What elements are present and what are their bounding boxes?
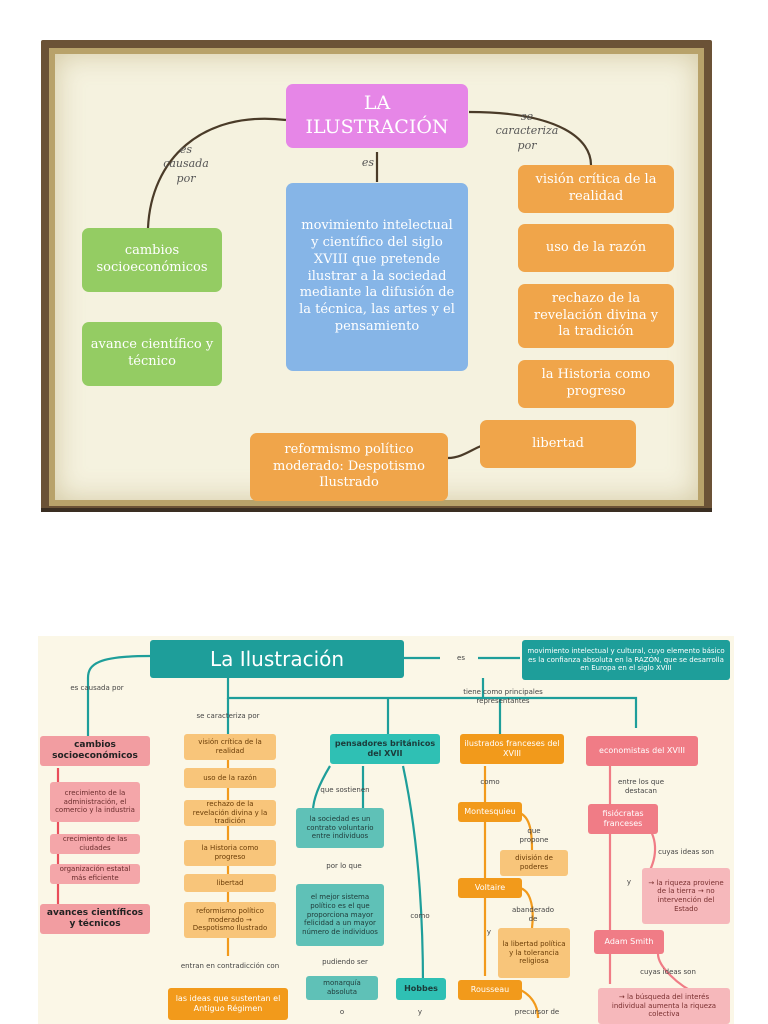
map2-economistas-head: economistas del XVIII (586, 736, 698, 766)
map2-trait-4: la Historia como progreso (184, 840, 276, 866)
trait-box-rechazo: rechazo de la revelación divina y la tra… (518, 284, 674, 348)
map1-connectors (146, 110, 593, 460)
map2-trait-3: rechazo de la revelación divina y la tra… (184, 800, 276, 826)
map2-title: La Ilustración (150, 640, 404, 678)
map2-cause-item-2: crecimiento de las ciudades (50, 834, 140, 854)
map2-antiguo-regimen: las ideas que sustentan el Antiguo Régim… (168, 988, 288, 1020)
map2-label-precursor: precursor de (514, 1008, 560, 1016)
map2-label-contradiccion: entran en contradicción con (180, 962, 280, 970)
map2-causes-head: cambios socioeconómicos (40, 736, 150, 766)
map2-division: división de poderes (500, 850, 568, 876)
map2-monarquia: monarquía absoluta (306, 976, 378, 1000)
map2-causes-tech: avances científicos y técnicos (40, 904, 150, 934)
map2-label-destacan: entre los que destacan (617, 778, 665, 795)
map2-label-ideas2: cuyas ideas son (640, 968, 696, 976)
map2-cause-item-3: organización estatal más eficiente (50, 864, 140, 884)
map2-label-representantes: tiene como principales representantes (463, 688, 543, 705)
map2-label-es: es (457, 654, 465, 662)
map2-franceses-head: ilustrados franceses del XVIII (460, 734, 564, 764)
map2-label-ideas1: cuyas ideas son (658, 848, 714, 856)
concept-map-2: La Ilustración es movimiento intelectual… (38, 636, 734, 1024)
map2-label-causada: es causada por (70, 684, 124, 692)
map2-hobbes: Hobbes (396, 978, 446, 1000)
cause-box-cientifico: avance científico y técnico (82, 322, 222, 386)
map1-title: LA ILUSTRACIÓN (286, 84, 468, 148)
map2-riqueza: → la riqueza proviene de la tierra → no … (642, 868, 730, 924)
map2-definition: movimiento intelectual y cultural, cuyo … (522, 640, 730, 680)
map2-label-sostienen: que sostienen (320, 786, 370, 794)
map2-trait-6: reformismo político moderado → Despotism… (184, 902, 276, 938)
map2-cause-item-1: crecimiento de la administración, el com… (50, 782, 140, 822)
map2-label-y-eco: y (626, 878, 632, 886)
map2-label-abanderado: abanderado de (511, 906, 555, 923)
connector-traits (468, 110, 593, 166)
map2-label-o: o (339, 1008, 345, 1016)
map2-interes: → la búsqueda del interés individual aum… (598, 988, 730, 1024)
map2-libertad: la libertad política y la tolerancia rel… (498, 928, 570, 978)
label-causada: es causada por (163, 143, 209, 185)
definition-box: movimiento intelectual y científico del … (286, 183, 468, 371)
map2-sistema: el mejor sistema político es el que prop… (296, 884, 384, 946)
map2-trait-5: libertad (184, 874, 276, 892)
map2-label-propone: que propone (519, 827, 549, 844)
map2-rousseau: Rousseau (458, 980, 522, 1000)
connector-causes (146, 117, 287, 229)
label-es: es (361, 156, 375, 169)
trait-box-libertad: libertad (480, 420, 636, 468)
map2-label-y-fr: y (486, 928, 492, 936)
frame-bottom-edge (41, 508, 712, 512)
map2-contrato: la sociedad es un contrato voluntario en… (296, 808, 384, 848)
connector-result (447, 444, 482, 460)
map2-label-porloque: por lo que (326, 862, 362, 870)
map2-label-y-brit: y (417, 1008, 423, 1016)
trait-box-historia: la Historia como progreso (518, 360, 674, 408)
map2-label-como-fr: como (480, 778, 500, 786)
trait-box-vision: visión crítica de la realidad (518, 165, 674, 213)
map2-britanicos-head: pensadores británicos del XVII (330, 734, 440, 764)
map2-montesquieu: Montesquieu (458, 802, 522, 822)
map2-fisiocratas: fisiócratas franceses (588, 804, 658, 834)
map2-trait-1: visión crítica de la realidad (184, 734, 276, 760)
cause-box-socioeconomicos: cambios socioeconómicos (82, 228, 222, 292)
map2-trait-2: uso de la razón (184, 768, 276, 788)
map2-label-pudiendo: pudiendo ser (322, 958, 368, 966)
map2-label-como-brit: como (410, 912, 430, 920)
trait-box-razon: uso de la razón (518, 224, 674, 272)
result-box-despotismo: reformismo político moderado: Despotismo… (250, 433, 448, 501)
map2-label-caracteriza: se caracteriza por (196, 712, 260, 720)
map2-voltaire: Voltaire (458, 878, 522, 898)
map2-adam-smith: Adam Smith (594, 930, 664, 954)
label-caracteriza: se caracteriza por (495, 110, 559, 152)
